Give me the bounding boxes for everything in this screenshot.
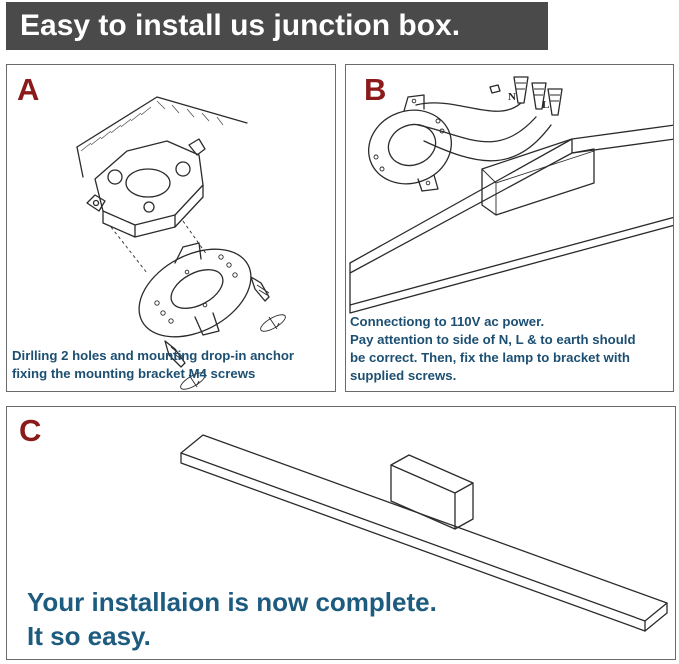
completion-text-line-2: It so easy. xyxy=(27,621,151,651)
step-b-letter: B xyxy=(364,72,387,107)
wiring-illustration xyxy=(349,76,673,314)
junction-box-mounting-illustration xyxy=(76,96,286,390)
wire-label-l: L xyxy=(542,99,550,111)
completion-text-line-1: Your installaion is now complete. xyxy=(27,587,437,617)
step-a-caption-line-1: Dirlling 2 holes and mounting drop-in an… xyxy=(12,348,295,363)
installed-lamp-illustration xyxy=(180,434,668,632)
step-a-letter: A xyxy=(17,72,40,107)
step-b-caption-line-4: supplied screws. xyxy=(350,368,457,383)
step-c-panel: C Your installaion is now complete. It s… xyxy=(6,406,676,660)
step-b-panel: B N L Conne xyxy=(345,64,674,392)
step-b-caption-line-2: Pay attention to side of N, L & to earth… xyxy=(350,332,636,347)
step-b-caption-line-1: Connectiong to 110V ac power. xyxy=(350,314,545,329)
step-a-panel: A xyxy=(6,64,336,392)
page-title: Easy to install us junction box. xyxy=(6,2,548,50)
wire-label-n: N xyxy=(508,91,516,103)
step-a-caption-line-2: fixing the mounting bracket M4 screws xyxy=(12,366,256,381)
step-c-letter: C xyxy=(19,413,42,448)
step-b-caption-line-3: be correct. Then, fix the lamp to bracke… xyxy=(350,350,630,365)
